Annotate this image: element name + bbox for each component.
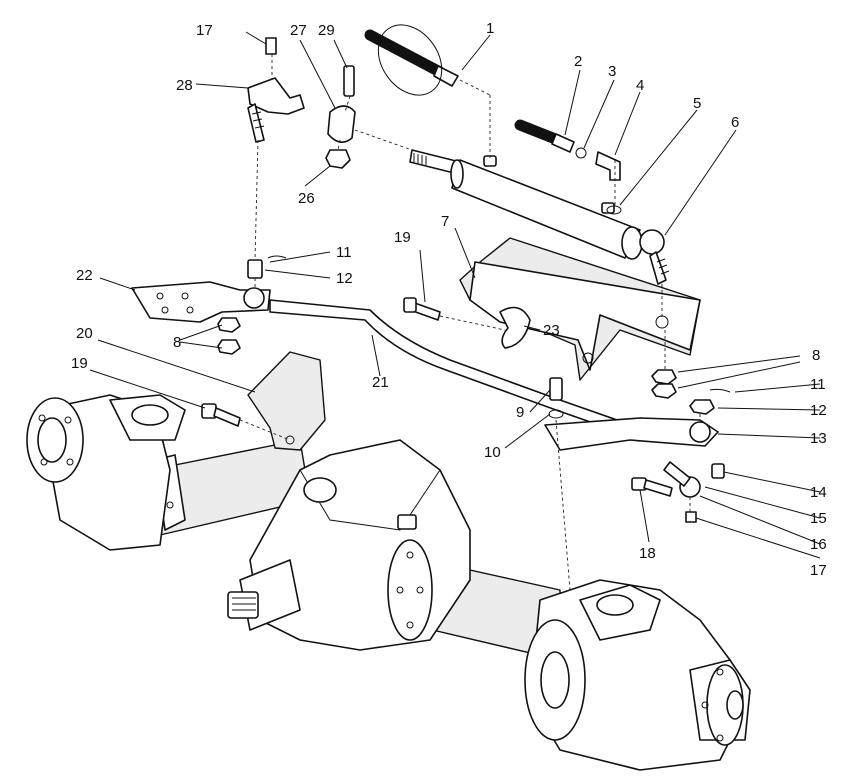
callout-labels: 1 2 3 4 5 6 7 8 8 9 10 11 11 12 12 13 14… [71, 20, 827, 579]
callout-23: 23 [543, 322, 560, 339]
callout-12-right: 12 [810, 402, 827, 419]
callout-29: 29 [318, 22, 335, 39]
callout-21: 21 [372, 374, 389, 391]
callout-15: 15 [810, 510, 827, 527]
callout-5: 5 [693, 95, 701, 112]
rod-clamp [325, 65, 356, 169]
tie-rod-end-right [639, 229, 670, 285]
callout-2: 2 [574, 53, 582, 70]
callout-11-right: 11 [810, 376, 826, 393]
callout-11-left: 11 [336, 244, 352, 261]
callout-18: 18 [639, 545, 656, 562]
hydraulic-hose-2 [514, 119, 622, 215]
leader-lines [89, 31, 821, 559]
tie-rod-end-left [247, 37, 305, 143]
bolt-upper [403, 297, 441, 321]
callout-20: 20 [76, 325, 93, 342]
callout-19-upper: 19 [394, 229, 411, 246]
callout-3: 3 [608, 63, 616, 80]
callout-13: 13 [810, 430, 827, 447]
callout-10: 10 [484, 444, 501, 461]
bolt-lower [201, 403, 241, 427]
rear-axle-housing [26, 394, 751, 771]
callout-6: 6 [731, 114, 739, 131]
callout-26: 26 [298, 190, 315, 207]
hydraulic-hose-1 [364, 24, 459, 96]
callout-9: 9 [516, 404, 524, 421]
cylinder-mount-bracket [459, 237, 701, 381]
callout-4: 4 [636, 77, 644, 94]
steering-arm-left [131, 259, 271, 355]
callout-7: 7 [441, 213, 449, 230]
callout-8-right: 8 [812, 347, 820, 364]
pivot-washer [499, 306, 531, 349]
callout-17-right: 17 [810, 562, 827, 579]
callout-8-left: 8 [173, 334, 181, 351]
callout-1: 1 [486, 20, 494, 37]
callout-19-lower: 19 [71, 355, 88, 372]
callout-17-top: 17 [196, 22, 213, 39]
callout-16: 16 [810, 536, 827, 553]
callout-28: 28 [176, 77, 193, 94]
callout-14: 14 [810, 484, 827, 501]
alignment-lines [239, 54, 701, 591]
callout-27: 27 [290, 22, 307, 39]
callout-22: 22 [76, 267, 93, 284]
dust-shield [247, 351, 326, 451]
tie-rod-end-lower [631, 461, 725, 523]
steering-arm-right [544, 369, 719, 451]
callout-12-left: 12 [336, 270, 353, 287]
